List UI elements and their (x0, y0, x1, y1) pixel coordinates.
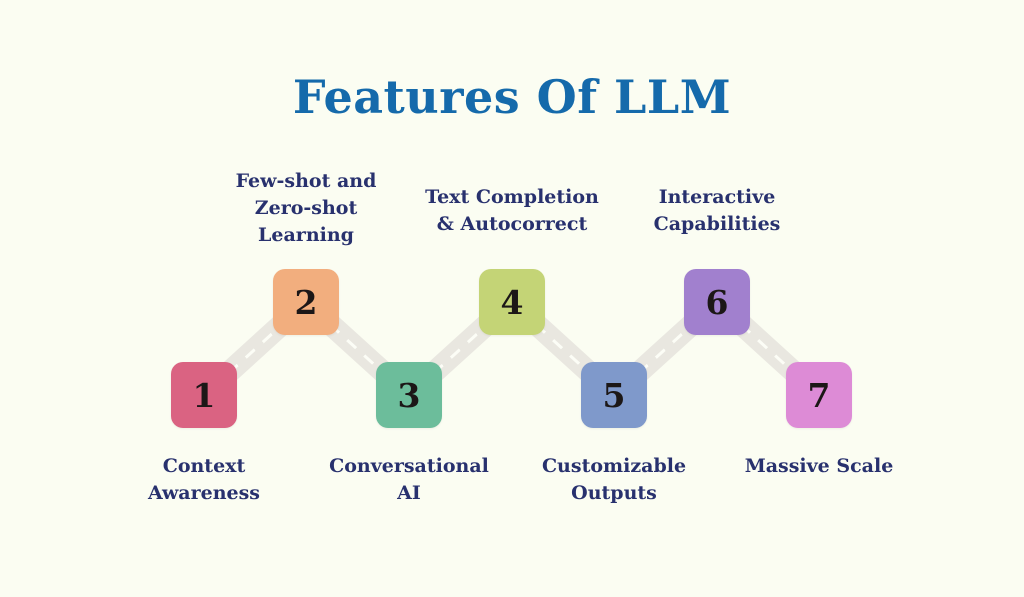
feature-label-5: Customizable Outputs (541, 455, 687, 504)
page-title: Features Of LLM (292, 70, 732, 124)
feature-box-7: 7 (786, 362, 852, 428)
feature-label-3: Conversational AI (329, 455, 489, 504)
feature-box-4: 4 (479, 269, 545, 335)
feature-number-5: 5 (602, 375, 626, 415)
feature-label-7: Massive Scale (744, 455, 894, 477)
feature-box-5: 5 (581, 362, 647, 428)
feature-box-1: 1 (171, 362, 237, 428)
feature-number-7: 7 (807, 375, 831, 415)
feature-label-1: Context Awareness (147, 455, 261, 504)
feature-number-1: 1 (192, 375, 216, 415)
feature-number-4: 4 (500, 282, 524, 322)
feature-box-3: 3 (376, 362, 442, 428)
feature-box-2: 2 (273, 269, 339, 335)
feature-box-6: 6 (684, 269, 750, 335)
feature-number-3: 3 (397, 375, 421, 415)
feature-number-6: 6 (705, 282, 729, 322)
feature-label-4: Text Completion & Autocorrect (425, 186, 599, 235)
feature-number-2: 2 (294, 282, 318, 322)
feature-label-6: Interactive Capabilities (653, 186, 781, 235)
feature-label-2: Few-shot and Zero-shot Learning (235, 170, 377, 246)
